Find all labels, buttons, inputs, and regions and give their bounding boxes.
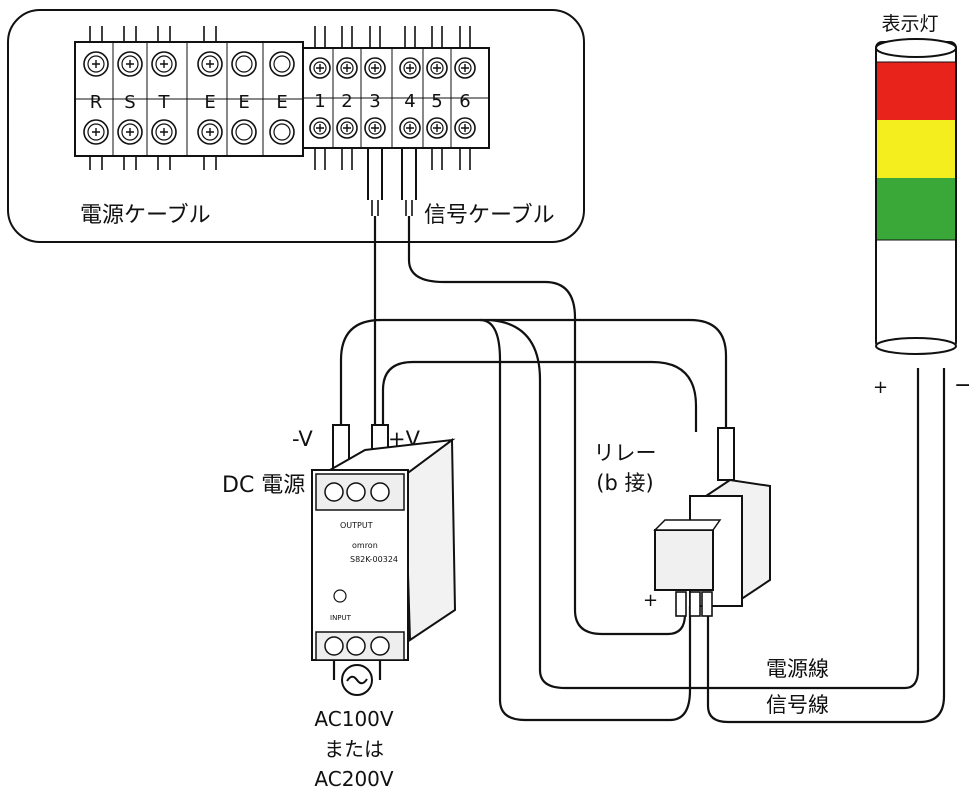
dc-nameplate-input: INPUT [330, 614, 352, 622]
relay-label-line1: リレー [594, 441, 657, 465]
power-terminal-label: E [204, 92, 215, 113]
relay-label-line2: (b 接) [596, 471, 653, 495]
indicator-plus: + [873, 377, 888, 398]
power-terminal-label: R [90, 92, 103, 113]
ac-source-line3: AC200V [314, 767, 393, 791]
wiring [339, 216, 946, 724]
signal-terminal-label: 1 [314, 91, 325, 112]
power-terminal-label: E [276, 92, 287, 113]
lamp-green [877, 178, 955, 240]
lamp-yellow [877, 120, 955, 178]
relay-plus: + [643, 590, 658, 611]
power-terminal-label: S [124, 92, 135, 113]
signal-terminal-label: 4 [404, 91, 415, 112]
signal-terminal-label: 2 [341, 91, 352, 112]
signal-terminal-label: 6 [459, 91, 470, 112]
dc-power-supply: -V +V DC 電源 OUTPUT omron S82K-00324 INPU… [222, 424, 457, 791]
power-terminal-label: T [158, 92, 171, 113]
indicator-minus: − [954, 373, 969, 398]
power-line-label: 電源線 [766, 657, 829, 681]
dc-power-label: DC 電源 [222, 473, 305, 498]
power-terminal-label: E [238, 92, 249, 113]
dc-nameplate-output: OUTPUT [340, 521, 373, 530]
dc-nameplate-brand: omron [352, 541, 378, 550]
indicator-title: 表示灯 [881, 13, 938, 35]
signal-terminal-label: 3 [369, 91, 380, 112]
dc-minus-label: -V [292, 427, 313, 451]
signal-line-label: 信号線 [766, 693, 829, 717]
lamp-red [877, 62, 955, 120]
relay: リレー (b 接) + [594, 427, 771, 617]
power-cable-label: 電源ケーブル [80, 203, 211, 228]
dc-nameplate-model: S82K-00324 [350, 555, 398, 564]
terminal-screws [83, 42, 476, 156]
ac-source-line2: または [324, 737, 384, 761]
indicator-lamp: 表示灯 + − [873, 13, 969, 398]
ac-source-line1: AC100V [314, 707, 393, 731]
signal-terminal-label: 5 [431, 91, 442, 112]
signal-cable-label: 信号ケーブル [424, 203, 555, 228]
relay-coil-box [654, 529, 714, 591]
